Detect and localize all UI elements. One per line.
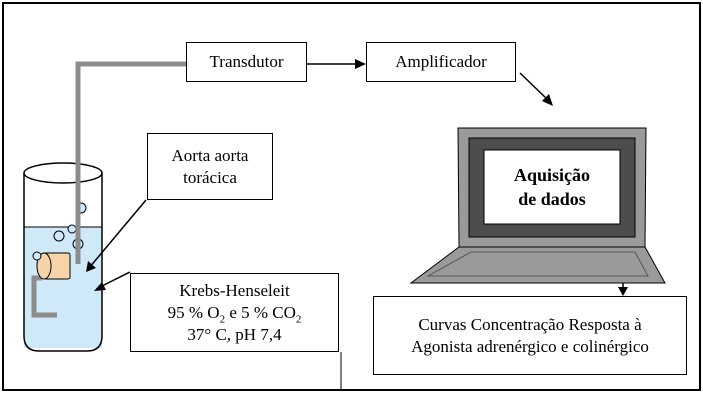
curves-line1: Curvas Concentração Resposta à (418, 314, 642, 334)
bath-glass (23, 173, 103, 352)
bubble (67, 224, 77, 234)
arrow-krebs-label (99, 271, 131, 288)
transducer-box: Transdutor (186, 42, 307, 82)
bubble (32, 251, 42, 261)
bath-tube (31, 275, 57, 318)
curves-box: Curvas Concentração Resposta à Agonista … (373, 296, 687, 375)
aorta-box: Aorta aorta torácica (147, 133, 273, 200)
aorta-label-line1: Aorta aorta (171, 145, 249, 165)
aorta-label-line2: torácica (183, 167, 237, 187)
acquisition-line2: de dados (518, 189, 586, 209)
amplifier-box: Amplificador (366, 42, 516, 82)
organ-bath (23, 162, 103, 352)
bath-liquid (24, 227, 102, 348)
arrow-aorta-label (88, 199, 147, 269)
krebs-line1: Krebs-Henseleit (179, 280, 290, 300)
laptop-keyboard (409, 246, 666, 284)
bubble (53, 230, 65, 242)
arrow-amplifier-laptop (519, 72, 549, 101)
laptop (409, 127, 666, 284)
acquisition-label: Aquisição de dados (492, 158, 612, 216)
acquisition-line1: Aquisição (513, 165, 591, 185)
bath-rim (23, 162, 103, 184)
transducer-label: Transdutor (209, 52, 284, 71)
krebs-box: Krebs-Henseleit 95 % O2 e 5 % CO2 37° C,… (130, 273, 339, 352)
transducer-cable (75, 61, 186, 264)
amplifier-label: Amplificador (395, 52, 487, 71)
krebs-line3: 37° C, pH 7,4 (187, 324, 282, 344)
curves-line2: Agonista adrenérgico e colinérgico (411, 336, 649, 356)
krebs-line2: 95 % O2 e 5 % CO2 (167, 302, 302, 325)
